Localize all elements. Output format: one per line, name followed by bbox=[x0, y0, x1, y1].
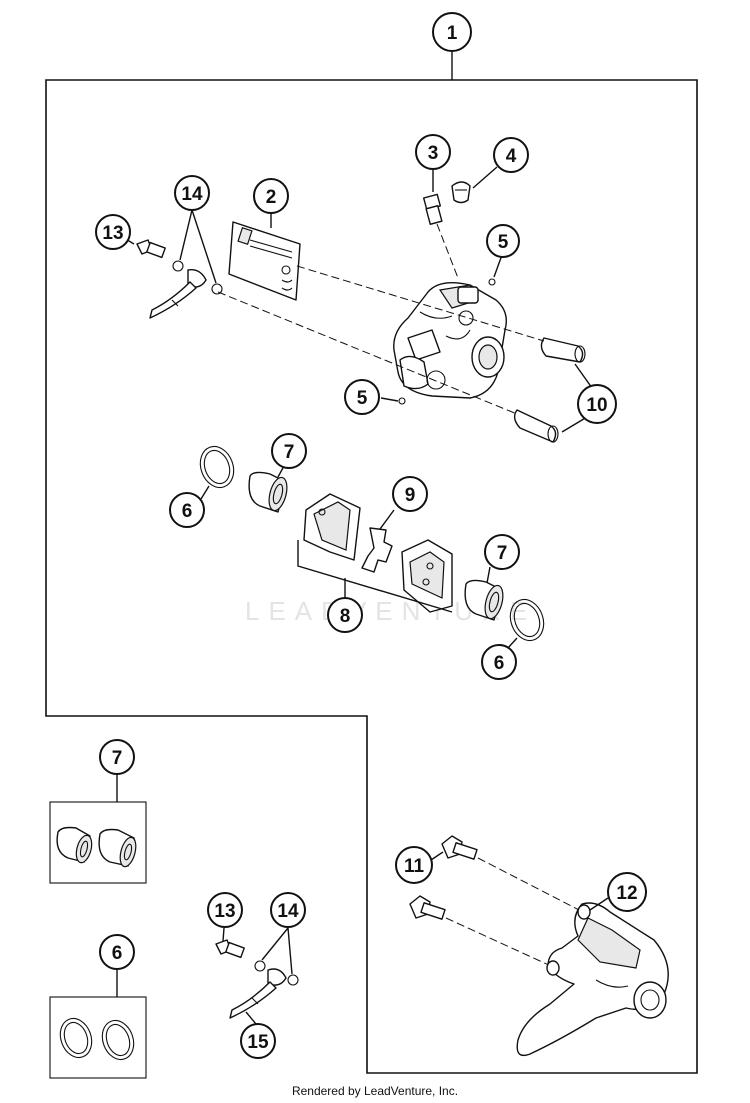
piston-seal-right bbox=[509, 598, 545, 642]
pin-kit bbox=[228, 221, 301, 301]
piston-left bbox=[248, 471, 288, 513]
svg-text:7: 7 bbox=[112, 748, 123, 769]
svg-text:14: 14 bbox=[277, 901, 299, 922]
piston-right bbox=[464, 579, 504, 621]
svg-text:12: 12 bbox=[616, 883, 637, 904]
callout-14-upper: 14 bbox=[174, 175, 210, 211]
brake-hose-lower bbox=[229, 968, 287, 1019]
callout-7-kit: 7 bbox=[99, 739, 135, 775]
svg-text:2: 2 bbox=[266, 187, 277, 208]
svg-text:7: 7 bbox=[284, 442, 295, 463]
svg-text:6: 6 bbox=[112, 943, 123, 964]
banjo-bolt-upper bbox=[136, 239, 166, 259]
callout-5-upper: 5 bbox=[486, 224, 520, 258]
callout-2: 2 bbox=[253, 178, 289, 214]
svg-text:11: 11 bbox=[404, 856, 425, 877]
brake-pad-left bbox=[303, 493, 361, 561]
callout-3: 3 bbox=[415, 134, 451, 170]
sealing-washer-lower-a bbox=[254, 960, 266, 972]
svg-text:1: 1 bbox=[447, 23, 458, 44]
callout-13-lower: 13 bbox=[207, 892, 243, 928]
o-ring-upper bbox=[488, 278, 496, 286]
svg-text:15: 15 bbox=[247, 1032, 269, 1053]
callout-6-left: 6 bbox=[169, 492, 205, 528]
svg-text:5: 5 bbox=[498, 232, 509, 253]
svg-text:13: 13 bbox=[214, 901, 235, 922]
callout-9: 9 bbox=[392, 476, 428, 512]
callout-7-left: 7 bbox=[271, 433, 307, 469]
callout-1: 1 bbox=[432, 12, 472, 52]
callout-8: 8 bbox=[327, 597, 363, 633]
bracket-bolt-lower bbox=[409, 895, 446, 920]
brake-caliper bbox=[393, 282, 508, 399]
svg-text:13: 13 bbox=[102, 223, 123, 244]
callout-4: 4 bbox=[493, 137, 529, 173]
callout-15: 15 bbox=[240, 1023, 276, 1059]
svg-text:6: 6 bbox=[182, 501, 193, 522]
sealing-washer-upper-a bbox=[172, 260, 184, 272]
brake-hose-upper bbox=[149, 269, 207, 319]
callout-14-lower: 14 bbox=[270, 892, 306, 928]
bleed-cap bbox=[451, 181, 471, 204]
assembly-boundary bbox=[45, 79, 698, 1074]
brake-pad-right bbox=[401, 539, 453, 613]
svg-text:7: 7 bbox=[497, 543, 508, 564]
sealing-washer-upper-b bbox=[211, 283, 223, 295]
pad-spring bbox=[361, 527, 393, 573]
callout-11: 11 bbox=[395, 846, 433, 884]
piston-kit-box bbox=[49, 801, 147, 884]
banjo-bolt-lower bbox=[215, 939, 245, 959]
caliper-bracket bbox=[516, 902, 669, 1057]
svg-text:9: 9 bbox=[405, 485, 416, 506]
svg-text:8: 8 bbox=[340, 606, 351, 627]
callout-10: 10 bbox=[577, 384, 617, 424]
svg-text:10: 10 bbox=[586, 395, 607, 416]
callout-7-right: 7 bbox=[484, 534, 520, 570]
callout-12: 12 bbox=[607, 872, 647, 912]
svg-text:3: 3 bbox=[428, 143, 439, 164]
seal-kit-seal-a bbox=[59, 1017, 93, 1059]
svg-text:14: 14 bbox=[181, 184, 203, 205]
piston-kit-piston-a bbox=[56, 826, 93, 864]
bracket-bolt-upper bbox=[441, 835, 478, 860]
footer-credit: Rendered by LeadVenture, Inc. bbox=[291, 1084, 459, 1098]
slide-pin-upper bbox=[540, 337, 586, 363]
slide-pin-lower bbox=[513, 409, 559, 443]
callout-5-lower: 5 bbox=[344, 379, 380, 415]
callout-6-right: 6 bbox=[481, 644, 517, 680]
callout-6-kit: 6 bbox=[99, 934, 135, 970]
callout-13-upper: 13 bbox=[95, 214, 131, 250]
piston-kit-piston-b bbox=[98, 828, 137, 868]
seal-kit-seal-b bbox=[101, 1019, 135, 1061]
svg-text:4: 4 bbox=[506, 146, 517, 167]
piston-seal-left bbox=[199, 445, 235, 489]
o-ring-lower bbox=[398, 397, 406, 405]
sealing-washer-lower-b bbox=[287, 974, 299, 986]
seal-kit-box bbox=[49, 996, 147, 1079]
svg-text:5: 5 bbox=[357, 388, 368, 409]
svg-text:6: 6 bbox=[494, 653, 505, 674]
bleed-valve bbox=[422, 193, 443, 225]
